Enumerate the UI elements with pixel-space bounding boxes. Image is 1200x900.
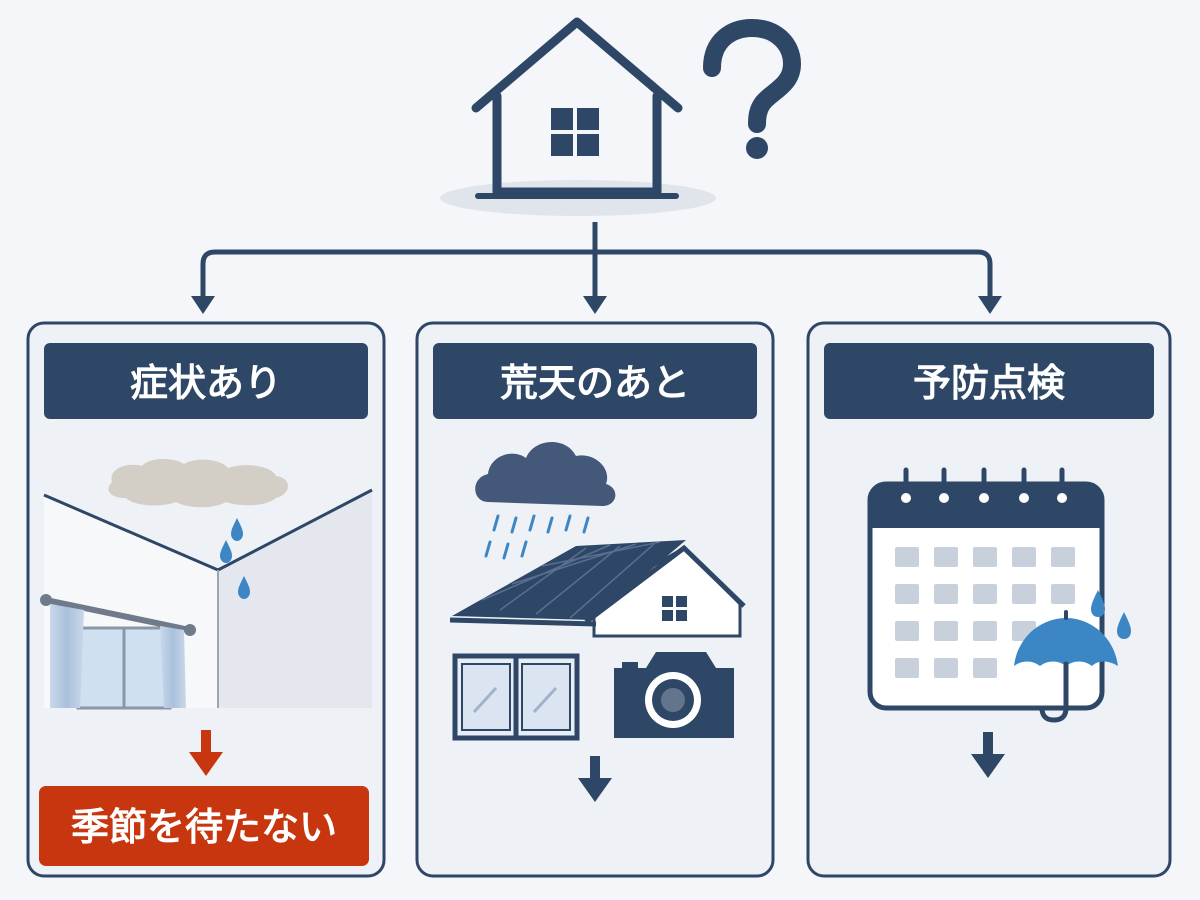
panel-header — [433, 343, 757, 419]
branch-arrowheads — [191, 296, 1002, 314]
down-arrow-icon — [578, 756, 612, 802]
top-house-group — [440, 17, 802, 216]
camera-icon — [614, 652, 734, 738]
panel-symptoms: 症状あり 季節を待たない — [26, 321, 386, 878]
house-icon — [471, 17, 683, 199]
panel-header — [44, 343, 368, 419]
down-arrow-icon — [189, 730, 223, 776]
house-roof-icon — [449, 540, 746, 638]
rain-drop-icon — [1091, 590, 1131, 639]
panel-title: 予防点検 — [913, 361, 1066, 405]
panel-after-storm: 荒天のあと — [415, 321, 775, 878]
curtain-window-icon — [40, 594, 196, 710]
panel-header — [824, 343, 1154, 419]
question-mark-icon — [703, 18, 802, 159]
panel-title: 荒天のあと — [500, 361, 690, 405]
water-drop-icon — [220, 518, 250, 599]
window-icon — [452, 653, 580, 741]
down-arrow-icon — [971, 732, 1005, 778]
ceiling-stain-icon — [108, 459, 288, 508]
house-window-icon — [551, 108, 599, 156]
panel-preventive-inspection: 予防点検 — [806, 321, 1172, 878]
panel-title: 症状あり — [130, 361, 282, 405]
rain-cloud-icon — [475, 441, 616, 560]
callout-text: 季節を待たない — [71, 805, 337, 849]
callout-box — [39, 786, 369, 866]
umbrella-icon — [1014, 610, 1118, 723]
branch-connector — [200, 222, 993, 298]
